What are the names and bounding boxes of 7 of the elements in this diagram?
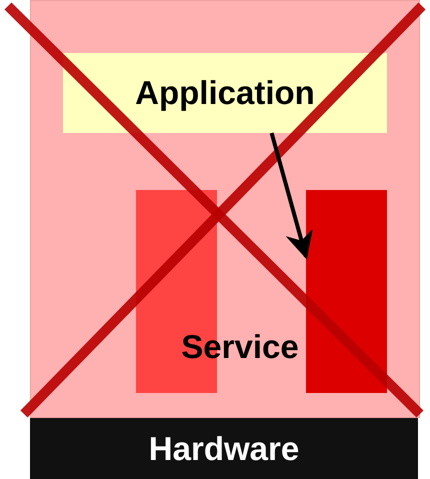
hardware-bar	[30, 418, 418, 479]
application-box	[63, 53, 387, 133]
node-label: Hardware	[148, 430, 300, 468]
layer-label: Service	[181, 328, 299, 366]
arrow	[270, 132, 313, 260]
node-label: Application	[135, 74, 315, 112]
service-bar	[306, 190, 387, 393]
